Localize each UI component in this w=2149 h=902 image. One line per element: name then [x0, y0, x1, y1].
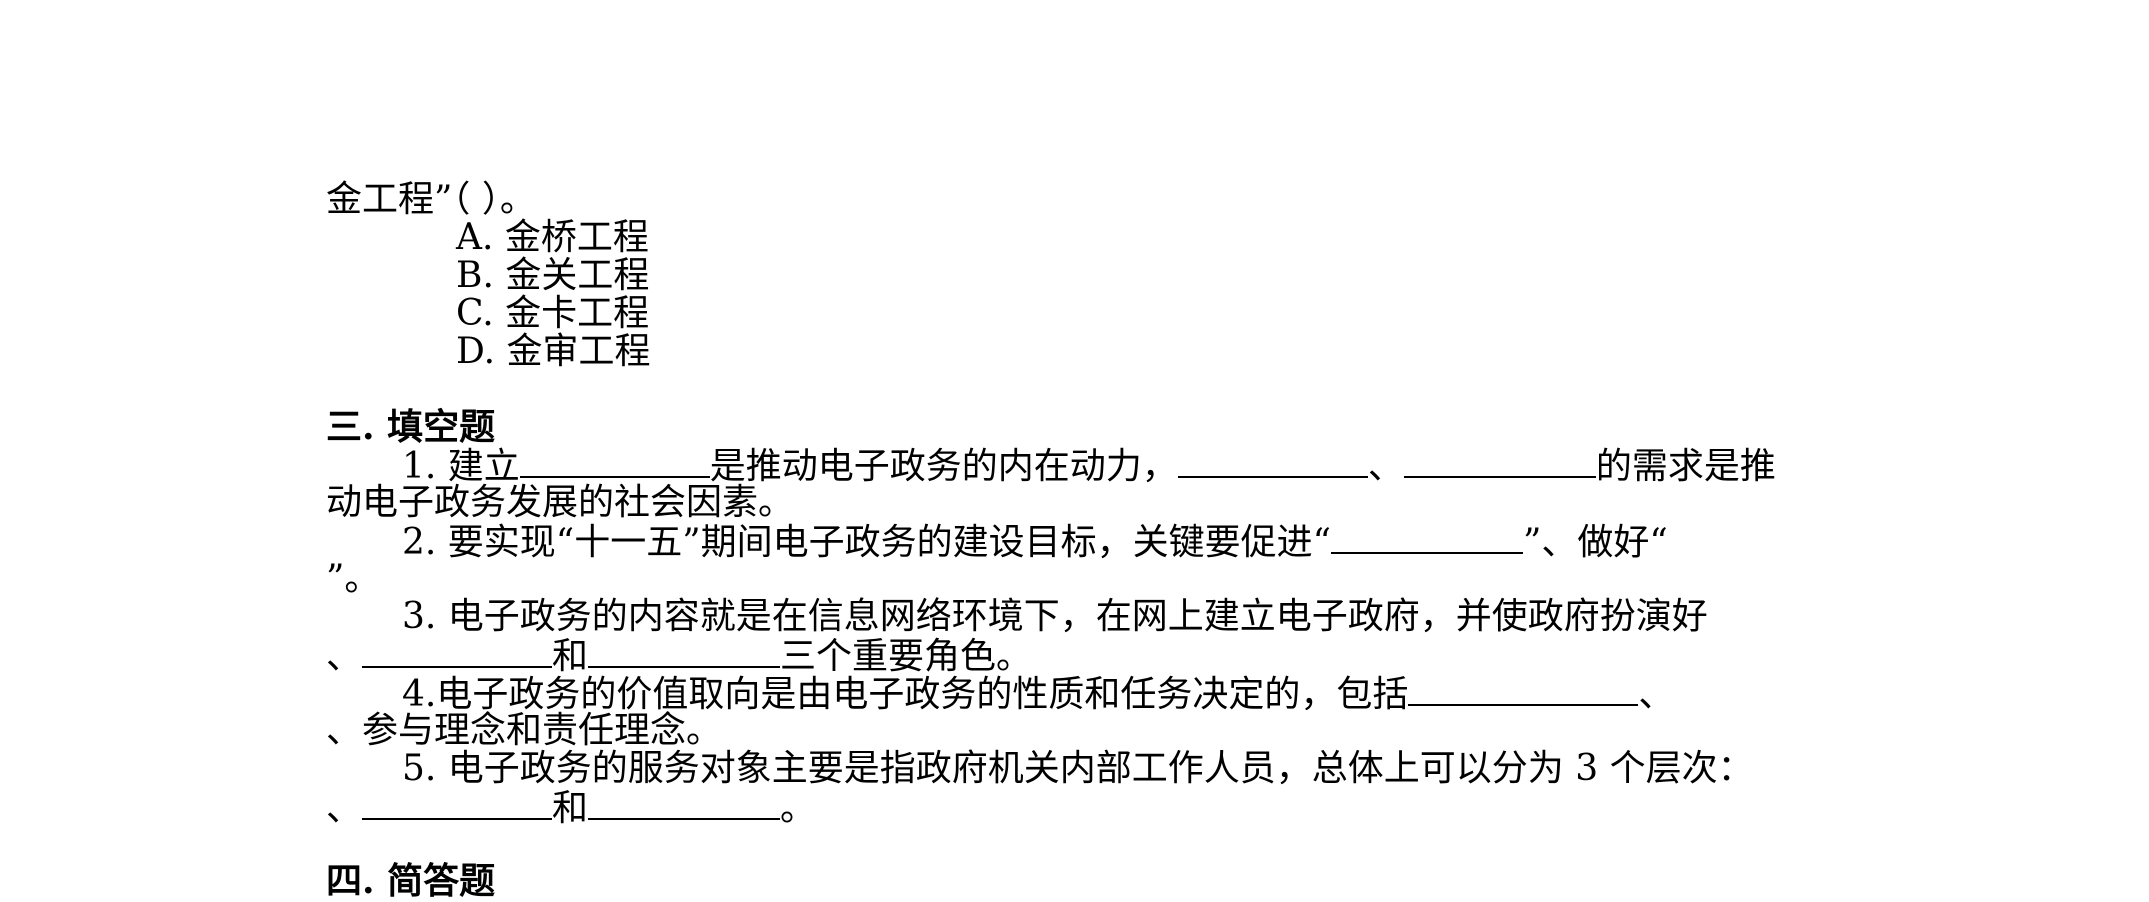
q3-text-2: 和 — [552, 636, 589, 677]
q3-text-1: 、 — [326, 636, 363, 677]
q3-blank-1 — [362, 636, 553, 668]
q1-text-3: 、 — [1367, 446, 1404, 487]
fill-question-2: 2. 要实现“十一五”期间电子政务的建设目标，关键要促进“ ”、做好“ — [402, 522, 1668, 563]
q2-blank-1 — [1331, 522, 1524, 554]
q1-blank-1 — [519, 446, 710, 478]
q1-text-2: 是推动电子政务的内在动力， — [709, 446, 1178, 487]
q5-blank-1 — [362, 788, 553, 820]
q1-blank-2 — [1177, 446, 1368, 478]
q5-blank-2 — [588, 788, 781, 820]
option-c: C. 金卡工程 — [456, 293, 650, 334]
fill-question-3: 3. 电子政务的内容就是在信息网络环境下，在网上建立电子政府，并使政府扮演好 — [402, 596, 1708, 637]
q2-continuation: ”。 — [326, 558, 381, 599]
q5-text-3: 。 — [780, 788, 817, 829]
option-b: B. 金关工程 — [456, 255, 650, 296]
q3-blank-2 — [588, 636, 781, 668]
q3-continuation: 、 和 三个重要角色。 — [326, 636, 1033, 677]
q1-text-4: 的需求是推 — [1595, 446, 1776, 487]
section-4-heading: 四. 简答题 — [326, 860, 496, 902]
fill-question-4: 4.电子政务的价值取向是由电子政务的性质和任务决定的，包括 、 — [402, 674, 1675, 715]
q3-text-3: 三个重要角色。 — [780, 636, 1033, 677]
fill-question-5: 5. 电子政务的服务对象主要是指政府机关内部工作人员，总体上可以分为 3 个层次… — [402, 748, 1754, 789]
q5-continuation: 、 和 。 — [326, 788, 817, 829]
q4-continuation: 、参与理念和责任理念。 — [326, 710, 723, 751]
question-tail: 金工程”（ ）。 — [326, 179, 536, 220]
q4-text-2: 、 — [1638, 674, 1675, 715]
q4-blank-1 — [1408, 674, 1639, 706]
fill-question-1: 1. 建立 是推动电子政务的内在动力， 、 的需求是推 — [402, 446, 1776, 487]
q1-text-1: 1. 建立 — [402, 446, 520, 487]
option-a: A. 金桥工程 — [456, 217, 649, 258]
q4-text-1: 4.电子政务的价值取向是由电子政务的性质和任务决定的，包括 — [402, 674, 1409, 715]
q2-text-1: 2. 要实现“十一五”期间电子政务的建设目标，关键要促进“ — [402, 522, 1332, 563]
section-3-heading: 三. 填空题 — [326, 406, 496, 448]
q5-text-1: 、 — [326, 788, 363, 829]
q5-text-2: 和 — [552, 788, 589, 829]
option-d: D. 金审工程 — [456, 331, 651, 372]
q1-continuation: 动电子政务发展的社会因素。 — [326, 482, 795, 523]
q2-text-2: ”、做好“ — [1523, 522, 1668, 563]
q1-blank-3 — [1403, 446, 1596, 478]
